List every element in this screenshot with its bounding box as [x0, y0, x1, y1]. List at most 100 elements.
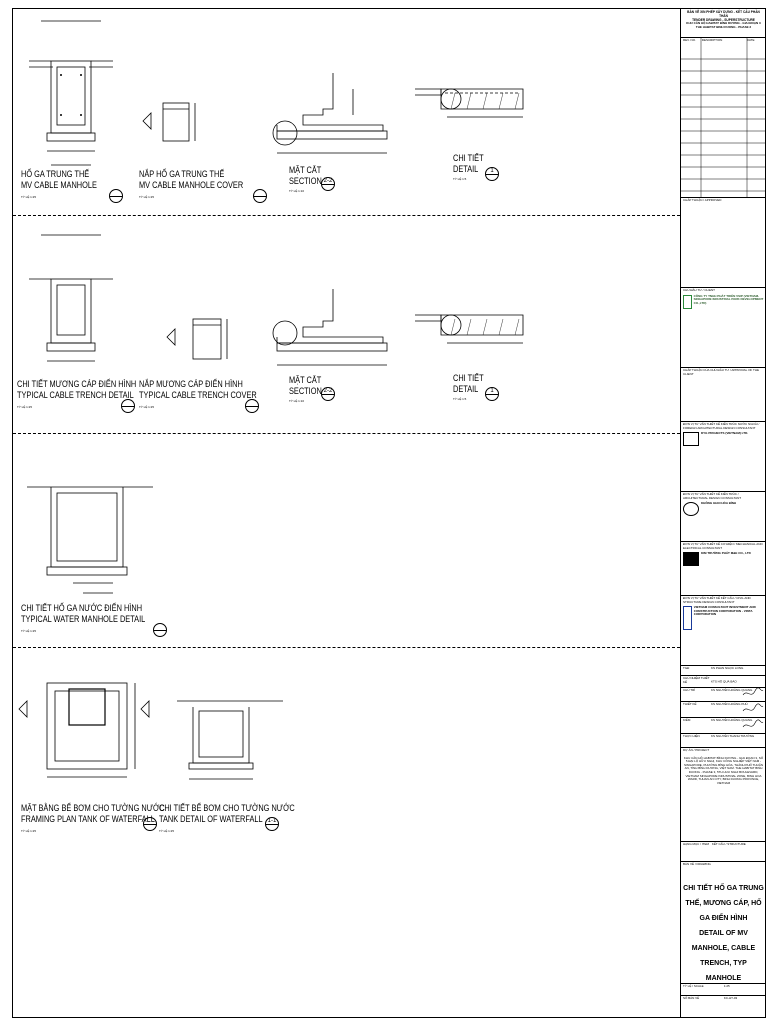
mep-label: ĐƠN VỊ TƯ VẤN THIẾT KẾ CƠ ĐIỆN / MECHANI… [683, 542, 763, 550]
detail-mark-circle [153, 623, 167, 637]
staff-row: KIỂM KS NGUYỄN HOÀNG QUANG [681, 717, 766, 733]
caption-scale: TỶ LỆ 1:25 [139, 405, 155, 409]
caption-scale: TỶ LỆ 1:25 [139, 195, 155, 199]
caption-en: DETAIL [453, 384, 479, 394]
caption-en: SECTION [289, 176, 322, 186]
detail-mark-circle [109, 189, 123, 203]
staff-role: CHỦ TRÌ [683, 688, 696, 692]
caption-vn: NẮP MƯƠNG CÁP ĐIỂN HÌNH [139, 379, 243, 389]
drawing-title-en: DETAIL OF MV MANHOLE, CABLE TRENCH, TYP … [691, 930, 756, 982]
structure-name: VIETNAM CONSULTANT INVESTMENT AND CONSTR… [693, 605, 756, 617]
title-header: BẢN VẼ XIN PHÉP XÂY DỰNG - KẾT CẤU PHẦN … [681, 9, 766, 37]
client-info: CÔNG TY TNHH PHÁT TRIỂN VSIP (VIETNAM-SI… [683, 293, 764, 309]
caption-en: TYPICAL CABLE TRENCH COVER [139, 390, 257, 400]
caption-en: MV CABLE MANHOLE [21, 180, 97, 190]
staff-name: KS NGUYỄN HOÀNG PHÚ [711, 702, 748, 706]
caption-en: FRAMING PLAN TANK OF WATERFALL [21, 814, 155, 824]
client-label: CHỦ ĐẦU TƯ / CLIENT [683, 288, 716, 292]
mep-name: KIM TRƯỜNG PHÁT M&E CO., LTD [701, 551, 751, 556]
caption-en: TYPICAL CABLE TRENCH DETAIL [17, 390, 134, 400]
category-section: HẠNG MỤC / ITEM KẾT CẤU / STRUCTURE [681, 841, 766, 861]
drawing-label: BẢN VẼ / DRAWING [683, 862, 711, 866]
scale-label: TỶ LỆ / SCALE [683, 984, 704, 988]
dyg-logo-icon [683, 432, 699, 447]
ktp-logo-icon [683, 552, 699, 567]
signature-marks [742, 687, 764, 728]
caption-detail-1-b: CHI TIẾT DETAIL [453, 373, 484, 395]
staff-name: KS PHAN NGỌC LONG [711, 666, 744, 670]
client-section: CHỦ ĐẦU TƯ / CLIENT CÔNG TY TNHH PHÁT TR… [681, 287, 766, 367]
section-2-2-drawing [272, 73, 388, 154]
detail-mark-circle: 1 [485, 387, 499, 401]
waterfall-tank-detail-drawing [177, 700, 283, 780]
header-en: TENDER DRAWING - SUPERSTRUCTURE [692, 18, 755, 22]
drawing-title: CHI TIẾT HỐ GA TRUNG THẾ, MƯƠNG CÁP, HỐ … [681, 875, 766, 983]
architect-section: ĐƠN VỊ TƯ VẤN THIẾT KẾ KIẾN TRÚC NƯỚC NG… [681, 421, 766, 491]
section-mark-circle: 2-2 [321, 387, 335, 401]
staff-role: TGĐ [683, 666, 690, 670]
category-label: HẠNG MỤC / ITEM [683, 842, 709, 846]
client-approval-label: CHẤP THUẬN CỦA CHỦ ĐẦU TƯ / APPROVAL OF … [683, 368, 760, 376]
category-value: KẾT CẤU / STRUCTURE [711, 842, 746, 846]
staff-role: CHỦ NHIỆM THIẾT KẾ [683, 676, 710, 684]
project-section: DỰ ÁN / PROJECT KHU CĂN HỘ HABITAT BÌNH … [681, 747, 766, 841]
caption-waterfall-plan: MẶT BẰNG BỂ BƠM CHO TƯỜNG NƯỚC FRAMING P… [21, 803, 165, 825]
structure-label: ĐƠN VỊ TƯ VẤN THIẾT KẾ KẾT CẤU / CIVIL A… [683, 596, 751, 604]
caption-en: MV CABLE MANHOLE COVER [139, 180, 244, 190]
khong-gian-logo-icon [683, 502, 699, 517]
project-description: KHU CĂN HỘ HABITAT BÌNH DƯƠNG - GIAI ĐOẠ… [683, 755, 764, 785]
structure-section: ĐƠN VỊ TƯ VẤN THIẾT KẾ KẾT CẤU / CIVIL A… [681, 595, 766, 665]
caption-scale: TỶ LỆ 1:5 [453, 397, 467, 401]
rev-date-header: DATE [746, 38, 755, 42]
caption-section-2-2-b: MẶT CẮT SECTION [289, 375, 322, 397]
approved-label: CHẤP THUẬN / APPROVED [683, 198, 722, 202]
drawing-label-row: BẢN VẼ / DRAWING [681, 861, 766, 875]
mv-manhole-cover-drawing [142, 102, 196, 142]
section-divider [13, 647, 680, 648]
drawing-sheet: HỐ GA TRUNG THẾ MV CABLE MANHOLE TỶ LỆ 1… [12, 8, 766, 1018]
client-approval-section: CHẤP THUẬN CỦA CHỦ ĐẦU TƯ / APPROVAL OF … [681, 367, 766, 421]
client-name: CÔNG TY TNHH PHÁT TRIỂN VSIP (VIETNAM-SI… [693, 293, 764, 305]
staff-name: KS NGUYỄN HOÀNG QUANG [711, 718, 753, 722]
caption-en: TANK DETAIL OF WATERFALL [159, 814, 263, 824]
scale-row: TỶ LỆ / SCALE 1:25 [681, 983, 766, 995]
caption-waterfall-detail: CHI TIẾT BỂ BƠM CHO TƯỜNG NƯỚC TANK DETA… [159, 803, 295, 825]
header-vn: BẢN VẼ XIN PHÉP XÂY DỰNG - KẾT CẤU PHẦN … [687, 10, 760, 18]
detail-mark-circle [143, 817, 157, 831]
staff-role: THỰC HIỆN [683, 734, 700, 738]
section-2-2-drawing-b [272, 289, 388, 366]
caption-detail-1: CHI TIẾT DETAIL [453, 153, 484, 175]
caption-section-2-2: MẶT CẮT SECTION [289, 165, 322, 187]
caption-vn: MẶT CẮT [289, 375, 322, 385]
staff-row: TGĐ KS PHAN NGỌC LONG [681, 665, 766, 675]
caption-cable-trench: CHI TIẾT MƯƠNG CÁP ĐIỂN HÌNH TYPICAL CAB… [17, 379, 136, 401]
caption-mv-manhole-cover: NẮP HỐ GA TRUNG THẾ MV CABLE MANHOLE COV… [139, 169, 243, 191]
local-architect-section: ĐƠN VỊ TƯ VẤN THIẾT KẾ KIẾN TRÚC / ARCHI… [681, 491, 766, 541]
caption-vn: CHI TIẾT [453, 153, 484, 163]
caption-vn: NẮP HỐ GA TRUNG THẾ [139, 169, 225, 179]
caption-vn: MẶT CẮT [289, 165, 322, 175]
drawing-title-vn: CHI TIẾT HỐ GA TRUNG THẾ, MƯƠNG CÁP, HỐ … [683, 885, 764, 922]
caption-scale: TỶ LỆ 1:10 [289, 189, 305, 193]
section-divider [13, 433, 680, 434]
detail-mark-circle: 1 [485, 167, 499, 181]
section-mark-circle: 2-2 [321, 177, 335, 191]
rev-desc-header: DESCRIPTION [701, 38, 723, 42]
drawing-number-row: SỐ BẢN VẼ KC-HT-03 [681, 995, 766, 1017]
revision-table-grid [681, 37, 766, 197]
mep-section: ĐƠN VỊ TƯ VẤN THIẾT KẾ CƠ ĐIỆN / MECHANI… [681, 541, 766, 595]
caption-scale: TỶ LỆ 1:25 [159, 829, 175, 833]
drawing-number-label: SỐ BẢN VẼ [683, 996, 700, 1000]
detail-mark-circle [245, 399, 259, 413]
staff-role: KIỂM [683, 718, 691, 722]
drawing-area: HỐ GA TRUNG THẾ MV CABLE MANHOLE TỶ LỆ 1… [13, 9, 680, 1017]
section-divider [13, 215, 680, 216]
project-label: DỰ ÁN / PROJECT [683, 748, 710, 752]
caption-scale: TỶ LỆ 1:25 [21, 195, 37, 199]
project-line1: KHU CĂN HỘ HABITAT BÌNH DƯƠNG - GIAI ĐOẠ… [686, 21, 761, 25]
caption-vn: MẶT BẰNG BỂ BƠM CHO TƯỜNG NƯỚC [21, 803, 165, 813]
vinta-logo-icon [683, 606, 692, 631]
